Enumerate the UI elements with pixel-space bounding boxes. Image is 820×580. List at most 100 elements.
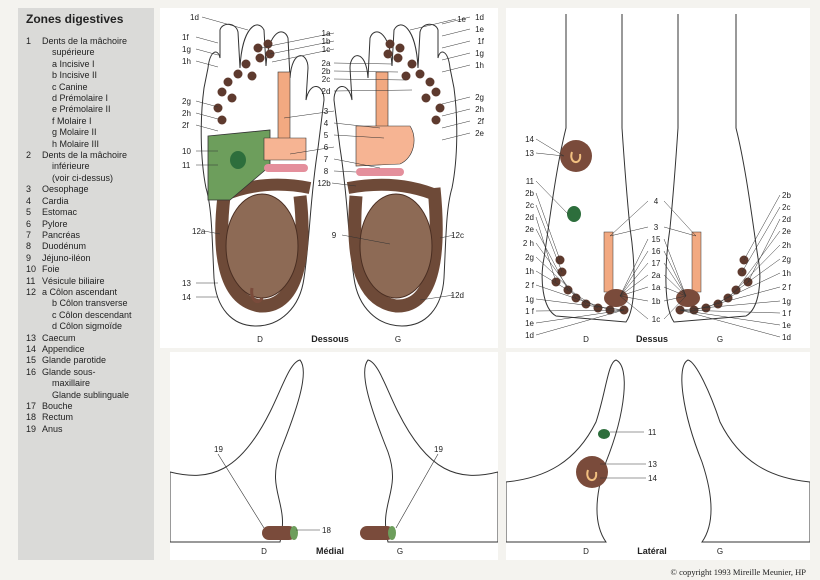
sole-leader-line — [333, 89, 413, 92]
sole-left-side-label: 1h — [182, 57, 191, 66]
dorsal-center-label: 4 — [654, 197, 659, 206]
sole-left-intestine — [359, 193, 433, 299]
lateral-label-11: 11 — [648, 428, 657, 437]
legend-item-number: 4 — [26, 195, 32, 206]
medial-leader-19-right — [217, 453, 265, 529]
sole-left-foot-letter: D — [257, 335, 263, 344]
sole-leader-line — [331, 182, 357, 187]
medial-label-19-left: 19 — [434, 445, 443, 454]
tooth-zone-dot — [401, 71, 411, 81]
legend-item-number — [26, 70, 42, 81]
dorsal-leader-line — [663, 295, 687, 302]
legend-item-number — [26, 310, 42, 321]
tooth-zone-dot — [233, 69, 243, 79]
dorsal-center-label: 1a — [652, 283, 661, 292]
dorsal-right-label: 1h — [782, 269, 791, 278]
legend-item-text: inférieure — [52, 161, 90, 172]
tooth-zone-dot — [425, 77, 435, 87]
legend-item-text: d Côlon sigmoïde — [52, 321, 123, 332]
dorsal-leader-line — [535, 309, 625, 324]
dorsal-leader-line — [679, 309, 781, 314]
legend-item-text: Appendice — [42, 343, 85, 354]
sole-label: 2a — [322, 59, 331, 68]
sole-right-side-label: 1e — [475, 25, 484, 34]
dorsal-left-label: 2g — [525, 253, 534, 262]
legend-item-number — [26, 116, 42, 127]
legend-item-number: 10 — [26, 264, 37, 275]
lateral-left-foot-outline — [681, 359, 810, 543]
copyright: © copyright 1993 Mireille Meunier, HP — [670, 567, 807, 577]
dorsal-left-foot-letter: D — [583, 335, 589, 344]
sole-leader-line — [195, 124, 219, 132]
dorsal-leader-line — [663, 286, 687, 297]
tooth-zone-dot — [217, 115, 227, 125]
dorsal-gallbladder — [567, 206, 581, 222]
legend-item-text: Duodénum — [42, 241, 87, 252]
dorsal-right-label: 1d — [782, 333, 791, 342]
dorsal-right-label: 1e — [782, 321, 791, 330]
dorsal-leader-line — [663, 295, 687, 320]
dorsal-center-label: 16 — [652, 247, 661, 256]
legend-item-number: 8 — [26, 241, 32, 252]
dorsal-leader-line — [717, 258, 781, 305]
sole-leader-line — [195, 48, 219, 56]
sole-leader-line — [259, 32, 335, 49]
sole-leader-line — [195, 100, 219, 108]
dorsal-right-label: 2h — [782, 241, 791, 250]
sole-leader-line — [441, 28, 471, 37]
dorsal-leader-line — [535, 256, 587, 305]
dorsal-caecum-zone — [560, 140, 592, 172]
dorsal-leader-line — [535, 138, 565, 157]
dorsal-right-label: 2b — [782, 191, 791, 200]
dorsal-leader-line — [535, 192, 561, 261]
legend-item-text: Estomac — [42, 207, 78, 218]
dorsal-left-label: 2 f — [525, 281, 535, 290]
dorsal-leader-line — [743, 194, 781, 261]
legend-item-number — [26, 93, 42, 104]
dorsal-leader-line — [679, 309, 781, 326]
dorsal-leader-line — [663, 250, 687, 297]
legend-item: inférieure — [18, 161, 154, 172]
sole-right-side-label: 1d — [475, 13, 484, 22]
medial-diagram: 19 18 19 D Médial G — [170, 352, 498, 560]
tooth-zone-dot — [223, 77, 233, 87]
legend-item-text: h Molaire III — [52, 138, 100, 149]
sole-left-side-label: 13 — [182, 279, 191, 288]
dorsal-right-label: 2c — [782, 203, 790, 212]
sole-right-side-label: 1g — [475, 49, 484, 58]
sole-left-side-label: 2h — [182, 109, 191, 118]
dorsal-leader-line — [535, 180, 569, 215]
legend-item-number — [26, 321, 42, 332]
dorsal-left-label: 2 h — [523, 239, 534, 248]
legend-item: a Incisive I — [18, 59, 154, 70]
lateral-label-13: 13 — [648, 460, 657, 469]
tooth-zone-dot — [415, 69, 425, 79]
sole-leader-line — [409, 18, 457, 31]
dorsal-right-foot-letter: G — [717, 335, 723, 344]
legend-item-text: Bouche — [42, 401, 73, 411]
sole-leader-line — [195, 36, 219, 44]
sole-right-side-label: 2g — [475, 93, 484, 102]
dorsal-leader-line — [535, 242, 577, 299]
dorsal-right-label: 2e — [782, 227, 791, 236]
dorsal-left-label: 1g — [525, 295, 534, 304]
legend-item: 8 Duodénum — [18, 241, 154, 252]
legend-item: h Molaire III — [18, 139, 154, 150]
tooth-zone-dot — [383, 49, 393, 59]
dorsal-leader-line — [619, 262, 649, 297]
legend-item-text: f Molaire I — [52, 115, 92, 126]
sole-label: 4 — [324, 119, 329, 128]
legend-item-text: c Côlon descendant — [52, 309, 132, 320]
legend-item-text: Anus — [42, 423, 63, 434]
sole-right-stomach — [263, 137, 307, 161]
tooth-zone-dot — [421, 93, 431, 103]
legend-item: e Prémolaire II — [18, 104, 154, 115]
dorsal-left-label: 1d — [525, 331, 534, 340]
tooth-zone-dot — [435, 103, 445, 113]
